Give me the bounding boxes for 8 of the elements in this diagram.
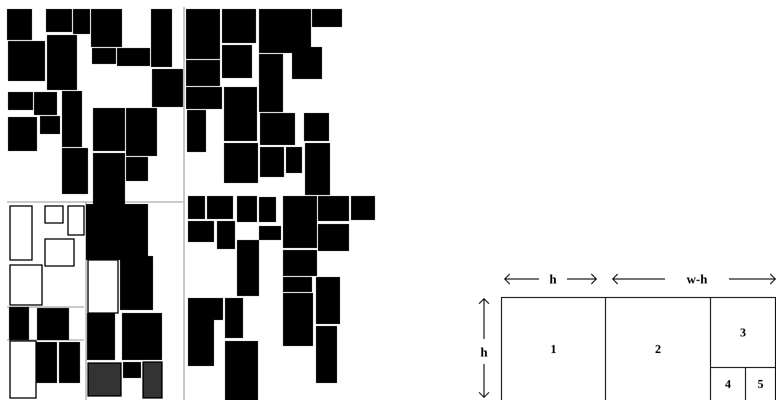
- dimension-label: h: [480, 348, 488, 356]
- dimension-label: w-h: [686, 274, 708, 284]
- numbered-region: 5: [745, 367, 776, 400]
- dimension-label: h: [550, 274, 556, 284]
- numbered-region: 2: [605, 297, 711, 400]
- numbered-region: 4: [710, 367, 746, 400]
- numbered-region: 3: [710, 297, 776, 368]
- numbered-region: 1: [501, 297, 606, 400]
